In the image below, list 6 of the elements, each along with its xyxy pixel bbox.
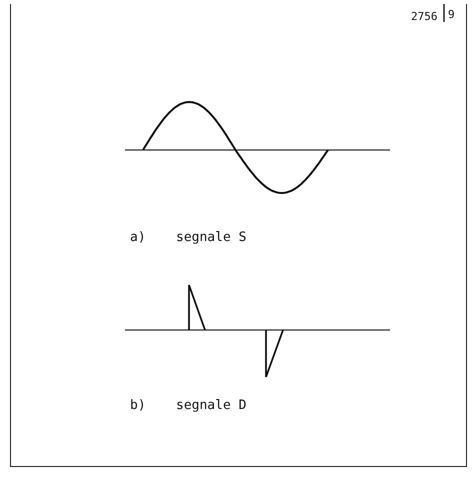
waveform-caption: segnale S: [176, 230, 246, 245]
panel-letter: b): [130, 398, 146, 413]
panel-letter: a): [130, 230, 146, 245]
waveform-caption: segnale D: [176, 398, 246, 413]
figure-number: 2756: [411, 9, 438, 24]
sheet-number: 9: [448, 7, 455, 22]
